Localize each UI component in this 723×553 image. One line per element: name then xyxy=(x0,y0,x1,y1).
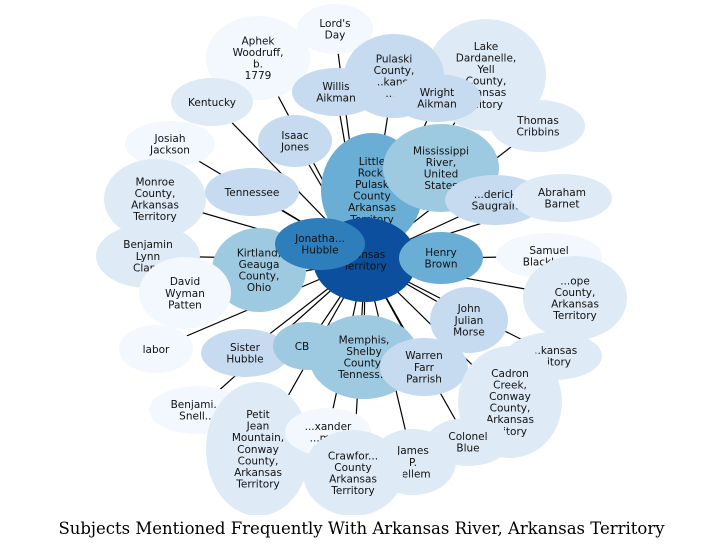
node-kentucky-bubble xyxy=(171,78,253,126)
node-isaac-jones-bubble xyxy=(258,115,332,167)
node-sister-hubble-bubble xyxy=(201,329,289,377)
node-warren-farr-parrish-bubble xyxy=(380,338,468,396)
node-jonathan-hubble-bubble xyxy=(275,218,365,270)
node-josiah-jackson-bubble xyxy=(125,121,215,167)
node-jonathan-hubble[interactable]: Jonatha...Hubble xyxy=(275,218,365,270)
node-wright-aikman-bubble xyxy=(393,74,481,122)
node-labor[interactable]: labor xyxy=(119,325,193,373)
node-label-labor: labor xyxy=(143,344,170,356)
node-willis-aikman-bubble xyxy=(292,68,380,116)
node-monroe-county-bubble xyxy=(104,159,206,239)
node-lords-day-bubble xyxy=(297,4,373,54)
node-tennessee-bubble xyxy=(205,168,299,216)
diagram-title: Subjects Mentioned Frequently With Arkan… xyxy=(58,519,665,538)
node-kentucky[interactable]: Kentucky xyxy=(171,78,253,126)
node-john-julian-morse-bubble xyxy=(430,287,508,353)
node-label-kentucky: Kentucky xyxy=(188,97,236,109)
node-aphek-woodruff-bubble xyxy=(206,16,310,100)
node-henry-brown-bubble xyxy=(399,232,483,284)
node-tennessee[interactable]: Tennessee xyxy=(205,168,299,216)
node-crawford-county-bubble xyxy=(303,430,403,515)
node-thomas-cribbins-bubble xyxy=(491,100,585,152)
node-label-tennessee: Tennessee xyxy=(224,187,280,199)
node-abraham-barnet-bubble xyxy=(512,174,612,222)
node-petit-jean-bubble xyxy=(206,382,310,515)
node-labor-bubble xyxy=(119,325,193,373)
node-label-jonathan-hubble: Jonatha...Hubble xyxy=(294,233,345,257)
node-label-benjamin-snell: Benjami...Snell... xyxy=(171,399,224,423)
node-david-wyman-patten-bubble xyxy=(139,257,231,329)
node-pope-county-bubble xyxy=(523,256,627,340)
